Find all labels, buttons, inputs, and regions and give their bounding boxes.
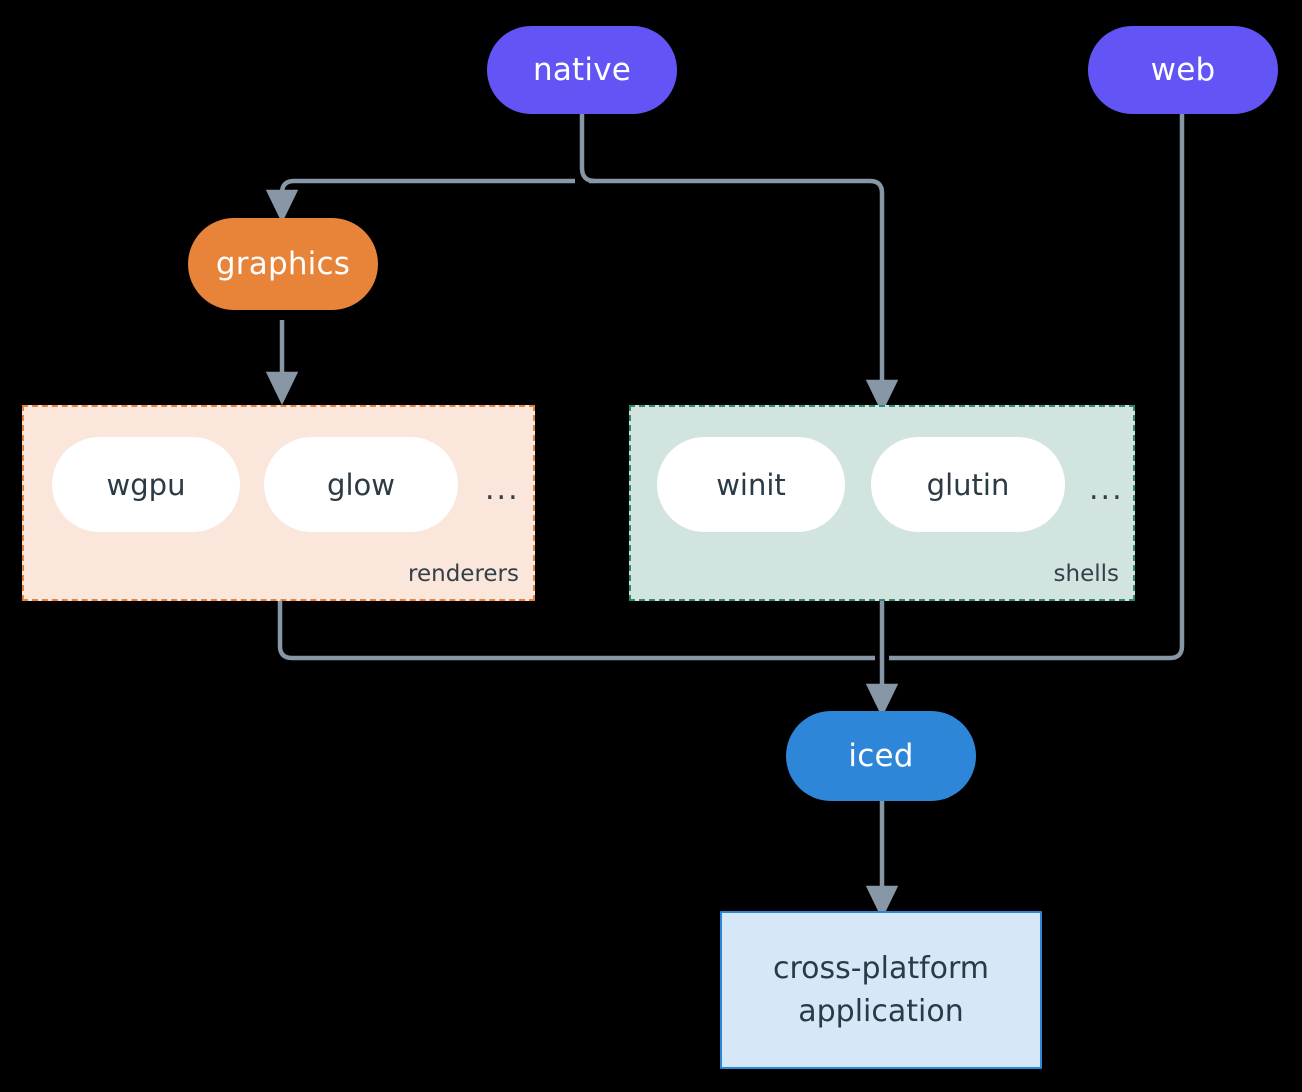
application-label-line1: cross-platform — [772, 950, 990, 986]
edge-renderers-to-iced — [277, 601, 875, 661]
node-iced-label: iced — [848, 738, 914, 774]
node-graphics-label: graphics — [215, 246, 351, 282]
group-shells: winit glutin ... shells — [629, 405, 1135, 601]
leaf-glow-label: glow — [327, 467, 395, 502]
edge-native-bus — [579, 112, 596, 184]
application-label-line2: application — [798, 994, 964, 1029]
leaf-wgpu[interactable]: wgpu — [52, 437, 240, 532]
node-iced[interactable]: iced — [786, 711, 976, 801]
node-graphics[interactable]: graphics — [188, 218, 378, 310]
leaf-glutin[interactable]: glutin — [871, 437, 1065, 532]
leaf-winit-label: winit — [716, 467, 786, 502]
group-renderers: wgpu glow ... renderers — [22, 405, 535, 601]
group-shells-label: shells — [1053, 561, 1119, 587]
edge-native-to-shells — [589, 178, 899, 414]
leaf-glutin-label: glutin — [926, 467, 1010, 502]
leaf-wgpu-label: wgpu — [106, 467, 186, 502]
node-native[interactable]: native — [487, 26, 677, 114]
node-application[interactable]: cross-platform application — [720, 911, 1042, 1069]
renderers-ellipsis: ... — [485, 472, 520, 507]
shells-ellipsis: ... — [1089, 472, 1124, 507]
node-native-label: native — [532, 52, 632, 88]
group-renderers-label: renderers — [408, 561, 519, 587]
leaf-glow[interactable]: glow — [264, 437, 458, 532]
node-web[interactable]: web — [1088, 26, 1278, 114]
node-web-label: web — [1150, 52, 1216, 88]
edge-native-to-graphics — [265, 178, 575, 224]
leaf-winit[interactable]: winit — [657, 437, 845, 532]
